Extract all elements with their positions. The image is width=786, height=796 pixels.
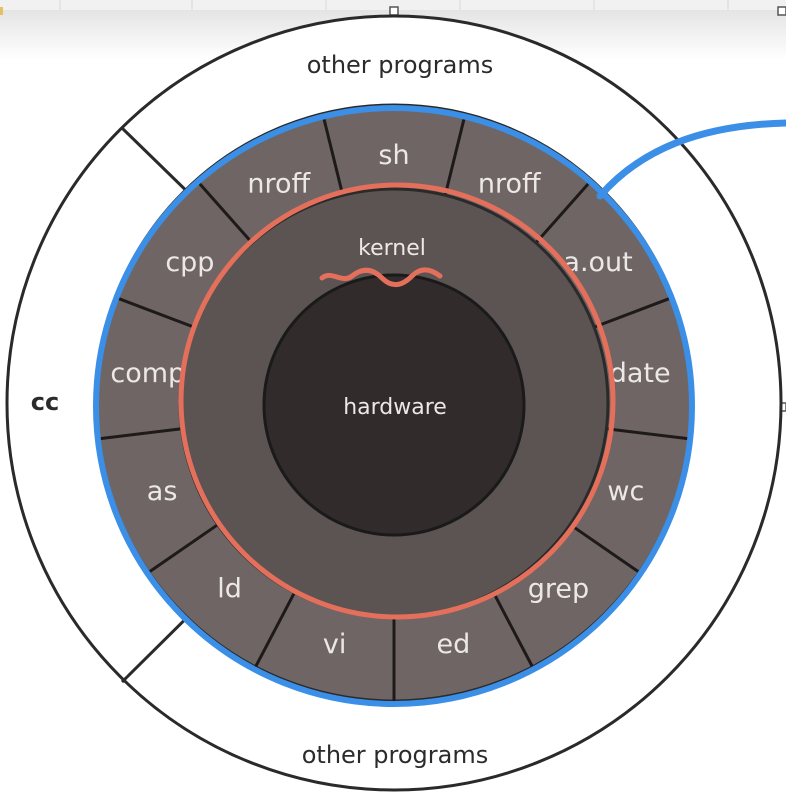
segment-divider <box>569 523 641 574</box>
segment-divider <box>443 113 467 196</box>
segment-divider <box>593 295 674 329</box>
hardware-label: hardware <box>343 395 447 420</box>
red-annotation-circle <box>178 182 616 620</box>
segment-divider <box>254 591 296 668</box>
segment-divider <box>321 113 345 196</box>
other-programs-top-label: other programs <box>307 51 494 79</box>
segment-divider <box>492 591 534 668</box>
blue-annotation-arc <box>596 119 786 200</box>
segment-divider <box>114 295 195 329</box>
shell-program-label: nroff <box>478 168 542 199</box>
other-programs-bottom-label: other programs <box>302 741 489 769</box>
segment-divider <box>147 523 219 574</box>
selection-handle-top[interactable] <box>389 6 399 16</box>
shell-program-label: date <box>610 358 671 389</box>
segment-divider <box>606 427 691 441</box>
segment-divider <box>195 178 254 244</box>
shell-program-label: comp <box>110 358 185 389</box>
shell-program-label: as <box>147 476 178 507</box>
selection-handle-top-right[interactable] <box>777 6 786 16</box>
cc-label: cc <box>31 388 59 416</box>
segment-divider <box>97 427 182 441</box>
blue-annotation-circle <box>93 105 695 707</box>
top-grid-lines <box>59 0 729 10</box>
shell-program-label: ed <box>436 629 470 660</box>
kernel-label: kernel <box>358 236 426 261</box>
shell-program-label: a.out <box>563 247 632 278</box>
shell-program-label: ld <box>217 574 242 605</box>
shell-segment-dividers <box>97 113 691 701</box>
red-underline-squiggle <box>319 267 443 287</box>
shell-program-label: vi <box>323 629 346 660</box>
shell-program-label: grep <box>528 574 589 605</box>
selection-handle-top-left[interactable] <box>0 7 3 15</box>
shell-program-label: wc <box>607 476 644 507</box>
shell-program-label: sh <box>378 140 409 171</box>
shell-program-label: cpp <box>165 247 214 278</box>
segment-divider <box>534 178 593 244</box>
shell-program-label: nroff <box>247 168 311 199</box>
hardware-core <box>262 273 526 537</box>
shell-segment-labels: sh nroff a.out date wc grep ed vi ld as comp cpp nro… <box>110 140 670 660</box>
